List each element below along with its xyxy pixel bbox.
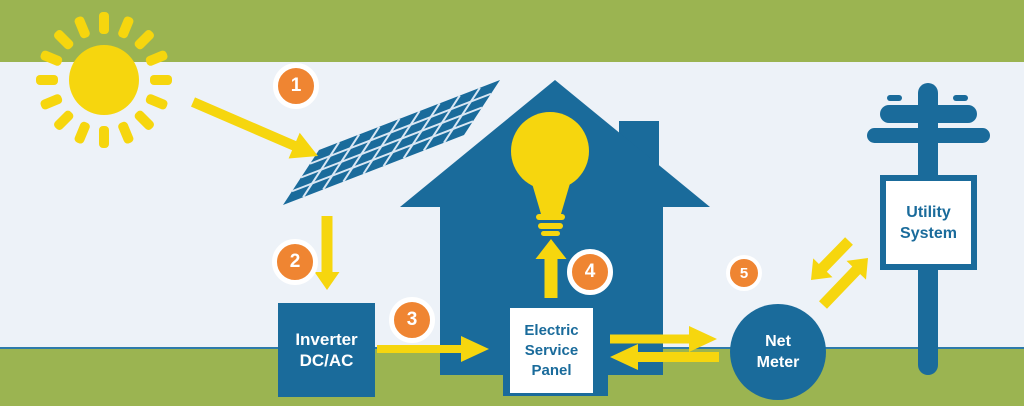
net-meter-label-line: Meter xyxy=(756,354,800,371)
sun-rays xyxy=(36,12,172,148)
step-badge-3: 3 xyxy=(389,297,435,343)
step-badge-2: 2 xyxy=(272,239,318,285)
utility-label-line: System xyxy=(900,224,957,242)
panel-to-bulb-arrow-icon xyxy=(535,239,567,298)
utility-system-box: Utility System xyxy=(880,175,977,270)
grid-to-meter-arrow-icon xyxy=(811,237,853,280)
esp-label-line: Service xyxy=(524,341,579,359)
meter-to-panel-arrow-icon xyxy=(610,344,719,370)
electric-service-panel-box: Electric Service Panel xyxy=(510,308,593,393)
meter-to-grid-arrow-icon xyxy=(819,258,868,309)
inverter-box: Inverter DC/AC xyxy=(278,303,375,397)
inverter-to-panel-arrow-icon xyxy=(377,336,489,362)
inverter-label-line: Inverter xyxy=(295,330,358,349)
solar-panel-icon xyxy=(283,80,500,205)
sunlight-arrow-icon xyxy=(191,97,318,159)
light-bulb-icon xyxy=(511,112,589,236)
step-badge-5: 5 xyxy=(726,255,762,291)
esp-label-line: Electric xyxy=(524,321,579,339)
inverter-label-line: DC/AC xyxy=(299,351,354,370)
net-meter-circle: Net Meter xyxy=(730,304,826,400)
panel-to-meter-arrow-icon xyxy=(610,326,717,352)
net-meter-label-line: Net xyxy=(765,333,791,350)
esp-label-line: Panel xyxy=(531,361,572,379)
dc-power-arrow-icon xyxy=(314,216,340,290)
utility-label-line: Utility xyxy=(906,203,951,221)
solar-panel-grid xyxy=(283,80,500,205)
step-badge-1: 1 xyxy=(273,63,319,109)
top-green-band xyxy=(0,0,1024,62)
sun-icon xyxy=(36,12,172,148)
step-badge-4: 4 xyxy=(567,249,613,295)
